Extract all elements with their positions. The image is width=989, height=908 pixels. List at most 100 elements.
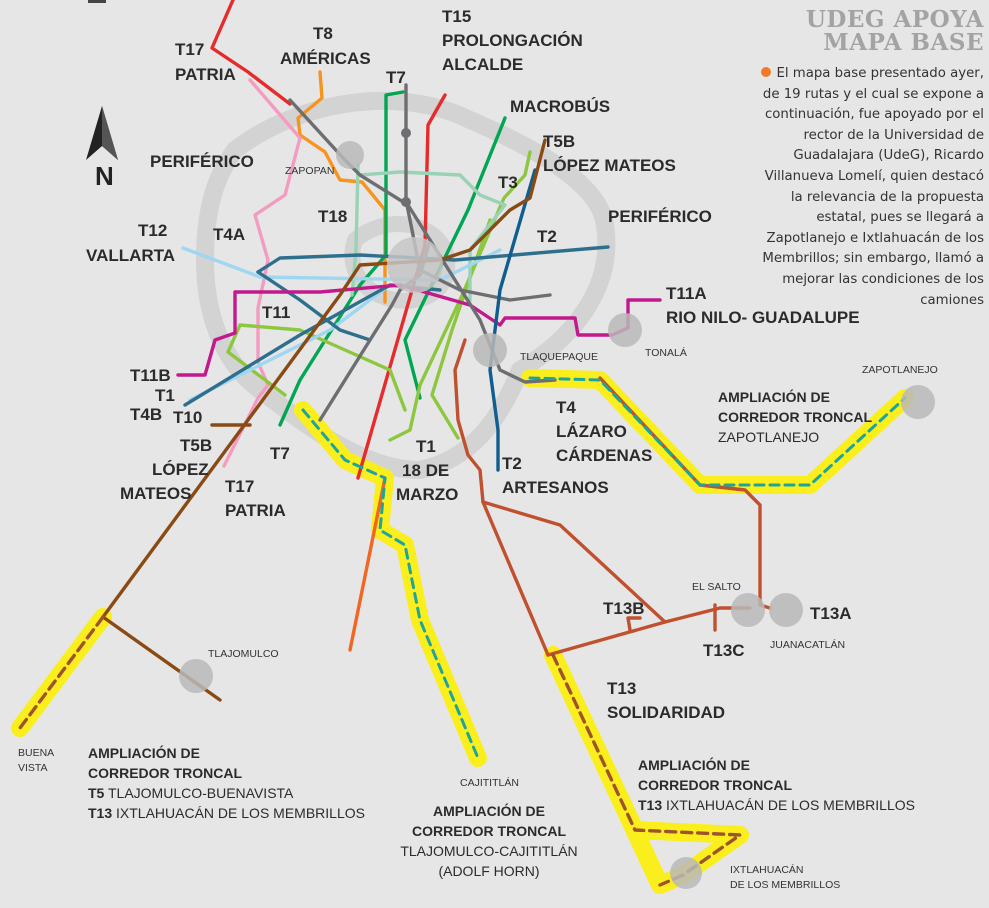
amp-sw-line2: CORREDOR TRONCAL (88, 765, 242, 781)
route-t12b (188, 283, 392, 402)
town-zapopan: ZAPOPAN (285, 165, 334, 177)
town-circle-zapotlanejo (901, 385, 935, 419)
town-labels: ZAPOPAN TLAQUEPAQUE TONALÁ ZAPOTLANEJO E… (18, 165, 938, 891)
route-t13b (481, 500, 667, 624)
town-circle-ixtlahuacan (670, 857, 702, 889)
town-vista: VISTA (18, 762, 48, 774)
label-t5b-left-name2: MATEOS (120, 484, 191, 503)
amp-caj-line3: TLAJOMULCO-CAJITITLÁN (400, 843, 577, 859)
label-t5b-top: T5B (543, 132, 575, 151)
amp-sw-r2: T13 IXTLAHUACÁN DE LOS MEMBRILLOS (88, 805, 365, 821)
route-t15-south (356, 93, 447, 480)
dashed-buenavista (18, 615, 105, 730)
route-t17 (222, 78, 302, 468)
dashed-cajititlan (301, 408, 480, 760)
label-t13-name: SOLIDARIDAD (607, 703, 725, 722)
label-t5b-left: T5B (180, 436, 212, 455)
label-t17-bottom-name: PATRIA (225, 501, 286, 520)
town-circle-center (387, 237, 443, 293)
route-t4a (256, 270, 372, 342)
town-buena: BUENA (18, 747, 54, 759)
town-ixtlahuacan1: IXTLAHUACÁN (730, 863, 804, 876)
label-t5b-top-name: LÓPEZ MATEOS (543, 156, 676, 175)
route-t5b (388, 150, 532, 442)
amp-zap-line2: CORREDOR TRONCAL (718, 409, 872, 425)
label-t11: T11 (262, 303, 290, 322)
label-t13: T13 (607, 679, 636, 698)
label-t8: T8 (313, 24, 333, 43)
town-juanacatlan: JUANACATLÁN (770, 638, 845, 651)
label-t8-name: AMÉRICAS (280, 49, 371, 68)
amp-caj-line4: (ADOLF HORN) (438, 863, 539, 879)
label-t4b: T4B (130, 405, 162, 424)
amp-ixt-line1: AMPLIACIÓN DE (638, 756, 750, 773)
town-cajititlan: CAJITITLÁN (460, 776, 519, 789)
description-text: El mapa base presentado ayer, de 19 ruta… (762, 66, 984, 308)
periferico-ring (196, 91, 616, 479)
label-t11a: T11A (666, 284, 707, 303)
label-periferico-left: PERIFÉRICO (150, 152, 254, 171)
label-t2-top: T2 (537, 227, 557, 246)
route-t4-south (453, 338, 485, 504)
label-t15: T15 (442, 7, 471, 26)
label-t11b: T11B (130, 366, 171, 385)
amp-caj-line1: AMPLIACIÓN DE (433, 802, 545, 819)
label-t1-bottom: T1 (416, 437, 436, 456)
town-el-salto: EL SALTO (692, 581, 741, 593)
label-t5b-left-name1: LÓPEZ (152, 460, 209, 479)
headline: UDEG APOYA MAPA BASE (752, 8, 984, 54)
town-circle-tonala (608, 313, 642, 347)
label-t17-top: T17 (175, 40, 204, 59)
amp-zap-line3: ZAPOTLANEJO (718, 429, 819, 445)
amp-sw-r1-code: T5 (88, 785, 105, 801)
label-t4: T4 (556, 398, 576, 417)
amp-ixt-line2: CORREDOR TRONCAL (638, 777, 792, 793)
town-tlaquepaque: TLAQUEPAQUE (520, 351, 598, 363)
amp-sw-r2-name: IXTLAHUACÁN DE LOS MEMBRILLOS (116, 805, 365, 821)
top-corner-mark (88, 0, 106, 3)
compass-arrow-light-icon (102, 106, 118, 160)
label-t17-bottom: T17 (225, 477, 254, 496)
amp-sw-r1-name: TLAJOMULCO-BUENAVISTA (108, 785, 294, 801)
town-zapotlanejo: ZAPOTLANEJO (862, 364, 938, 376)
label-t4a: T4A (213, 225, 245, 244)
label-t13a: T13A (810, 604, 852, 623)
route-t4a-b (256, 245, 610, 274)
route-t3 (226, 323, 407, 412)
town-tlajomulco: TLAJOMULCO (208, 648, 279, 660)
label-t13c: T13C (703, 641, 745, 660)
amp-ixt-r-code: T13 (638, 797, 662, 813)
route-t15 (210, 0, 292, 106)
headline-line2: MAPA BASE (823, 29, 984, 56)
route-t7 (278, 90, 405, 427)
route-orange-red (348, 476, 387, 652)
town-ixtlahuacan2: DE LOS MEMBRILLOS (730, 879, 840, 891)
route-t10 (101, 138, 547, 619)
label-t15-name2: ALCALDE (442, 55, 523, 74)
compass: N (86, 106, 118, 191)
amp-sw-line1: AMPLIACIÓN DE (88, 744, 200, 761)
route-gray-3 (428, 238, 557, 384)
town-circle-el-salto (731, 593, 765, 627)
amp-sw-r1: T5 TLAJOMULCO-BUENAVISTA (88, 785, 294, 801)
route-labels: T15 PROLONGACIÓN ALCALDE T17 PATRIA T8 A… (86, 7, 860, 722)
amp-zap-line1: AMPLIACIÓN DE (718, 388, 830, 405)
label-t1-bottom-name2: MARZO (396, 485, 458, 504)
headline-line1: UDEG APOYA (805, 6, 984, 33)
town-circles (179, 141, 935, 889)
amp-ixt-r: T13 IXTLAHUACÁN DE LOS MEMBRILLOS (638, 797, 915, 813)
label-t7-bottom: T7 (270, 444, 290, 463)
label-t4-name2: CÁRDENAS (556, 446, 652, 465)
label-t18: T18 (318, 207, 347, 226)
route-t8 (296, 70, 387, 304)
label-t2-bottom-name: ARTESANOS (502, 478, 609, 497)
amp-sw-r2-code: T13 (88, 805, 112, 821)
amp-caj-line2: CORREDOR TRONCAL (412, 823, 566, 839)
town-circle-tlaquepaque (473, 333, 507, 367)
stop-dots (401, 128, 411, 207)
label-t11a-name: RIO NILO- GUADALUPE (666, 308, 860, 327)
label-t12-name: VALLARTA (86, 246, 175, 265)
label-t15-name1: PROLONGACIÓN (442, 31, 583, 50)
label-t10: T10 (173, 408, 202, 427)
